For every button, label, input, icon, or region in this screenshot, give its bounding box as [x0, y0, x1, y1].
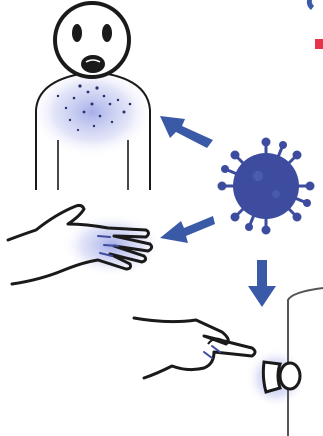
hand-on-door-knob-icon: [134, 288, 323, 436]
corner-accent: [307, 0, 323, 49]
person-sneezing-icon: [30, 3, 154, 190]
arrow-to-hand: [160, 216, 215, 243]
arrow-to-person: [160, 116, 213, 148]
open-hand-icon: [8, 205, 162, 284]
coronavirus-icon: [218, 138, 315, 235]
arrow-to-door: [248, 260, 276, 307]
